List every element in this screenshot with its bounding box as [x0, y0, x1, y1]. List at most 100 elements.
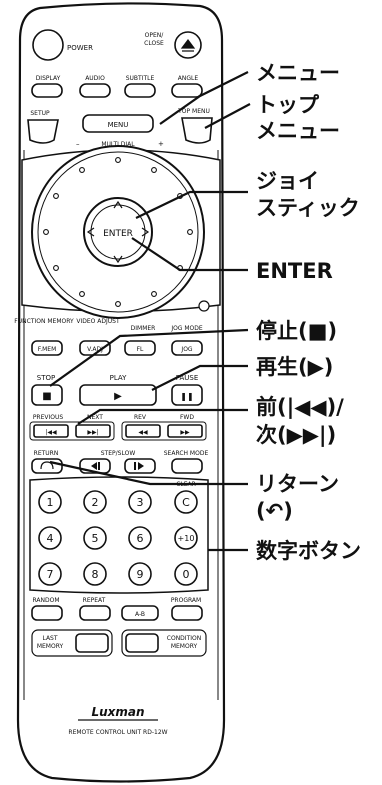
- callout-menu: メニュー: [256, 61, 340, 85]
- callout-enter: ENTER: [256, 259, 333, 283]
- power-button[interactable]: [32, 29, 64, 61]
- ab-button[interactable]: [121, 605, 159, 621]
- multi-dial-plus: +: [158, 140, 164, 148]
- stop-icon: ■: [42, 391, 51, 402]
- previous-icon: |◀◀: [45, 429, 57, 436]
- jog-button[interactable]: [171, 340, 203, 356]
- fmem-label: F.MEM: [38, 346, 57, 353]
- pause-button[interactable]: [171, 384, 203, 406]
- fwd-button[interactable]: [167, 424, 203, 438]
- num-3-button[interactable]: [128, 490, 152, 514]
- step-forward-icon: [134, 462, 144, 470]
- audio-button[interactable]: [79, 83, 111, 98]
- angle-label: ANGLE: [178, 75, 199, 82]
- setup-button[interactable]: [27, 119, 59, 144]
- top-menu-label: TOP MENU: [177, 108, 210, 115]
- last-memory-button[interactable]: [75, 633, 109, 653]
- next-button[interactable]: [75, 424, 111, 438]
- angle-button[interactable]: [171, 83, 203, 98]
- audio-label: AUDIO: [85, 75, 105, 82]
- ab-label: A-B: [135, 611, 145, 618]
- callout-play: 再生(▶): [256, 355, 333, 379]
- condition-memory-label: MEMORY: [171, 643, 198, 650]
- step-back-icon: [91, 462, 100, 470]
- search-mode-label: SEARCH MODE: [164, 450, 209, 457]
- num-1-button[interactable]: [38, 490, 62, 514]
- rev-button[interactable]: [125, 424, 161, 438]
- numpad-housing: [29, 476, 209, 594]
- num-5-label: 5: [92, 532, 99, 545]
- last-memory-label: MEMORY: [37, 643, 64, 650]
- num-0-label: 0: [183, 568, 190, 581]
- return-button[interactable]: [31, 458, 63, 474]
- num-7-button[interactable]: [38, 562, 62, 586]
- num-0-button[interactable]: [174, 562, 198, 586]
- play-label: PLAY: [110, 374, 128, 382]
- return-label: RETURN: [34, 450, 59, 457]
- plus10-button[interactable]: [174, 526, 198, 550]
- multi-dial-inner-ring: [37, 151, 199, 313]
- leader-return: [49, 460, 248, 486]
- num-6-button[interactable]: [128, 526, 152, 550]
- repeat-button[interactable]: [79, 605, 111, 621]
- last-memory-group: [31, 629, 113, 657]
- joystick[interactable]: [83, 197, 153, 267]
- dial-dots: [43, 157, 193, 307]
- callout-numbers: 数字ボタン: [256, 539, 361, 563]
- menu-button[interactable]: [82, 114, 154, 133]
- leader-stop: [49, 328, 249, 387]
- random-button[interactable]: [31, 605, 63, 621]
- last-label: LAST: [42, 635, 57, 642]
- callout-top-menu-2: メニュー: [256, 119, 340, 143]
- leader-menu: [159, 71, 249, 125]
- top-menu-button[interactable]: [181, 117, 213, 144]
- enter-label: ENTER: [103, 229, 133, 239]
- joystick-arrow-down-icon: [113, 255, 123, 264]
- next-icon: ▶▶|: [87, 429, 98, 436]
- stop-button[interactable]: [31, 384, 63, 406]
- fmem-button[interactable]: [31, 340, 63, 356]
- num-9-button[interactable]: [128, 562, 152, 586]
- next-label: NEXT: [87, 414, 103, 421]
- num-8-button[interactable]: [83, 562, 107, 586]
- num-4-button[interactable]: [38, 526, 62, 550]
- callout-return-1: リターン: [256, 472, 339, 496]
- multi-dial-minus: –: [76, 140, 80, 148]
- subtitle-button[interactable]: [124, 83, 156, 98]
- model-line: REMOTE CONTROL UNIT RD-12W: [68, 729, 167, 736]
- display-button[interactable]: [31, 83, 63, 98]
- clear-button[interactable]: [174, 490, 198, 514]
- callout-prev-next-2: 次(▶▶|): [256, 423, 336, 448]
- search-mode-button[interactable]: [171, 458, 203, 474]
- stop-label: STOP: [37, 374, 55, 382]
- leader-prev-next: [77, 408, 248, 425]
- fl-label: FL: [137, 346, 144, 353]
- play-button[interactable]: [79, 384, 157, 406]
- num-5-button[interactable]: [83, 526, 107, 550]
- leader-top-menu: [204, 103, 251, 129]
- previous-button[interactable]: [33, 424, 69, 438]
- pause-label: PAUSE: [176, 374, 199, 382]
- fl-button[interactable]: [124, 340, 156, 356]
- play-icon: ▶: [114, 391, 122, 402]
- num-2-label: 2: [92, 496, 99, 509]
- clear-c-label: C: [182, 496, 190, 509]
- num-8-label: 8: [92, 568, 99, 581]
- leader-enter: [131, 237, 248, 272]
- skip-group-right: [121, 421, 207, 441]
- setup-label: SETUP: [30, 110, 50, 117]
- subtitle-label: SUBTITLE: [126, 75, 155, 82]
- callout-stop: 停止(■): [256, 319, 337, 343]
- dimmer-label: DIMMER: [131, 325, 156, 332]
- joystick-arrow-up-icon: [113, 200, 123, 209]
- multi-dial-label: MULTI DIAL: [101, 141, 135, 148]
- program-label: PROGRAM: [171, 597, 201, 604]
- leader-play: [151, 364, 248, 391]
- callout-top-menu-1: トップ: [256, 93, 320, 117]
- joystick-arrow-left-icon: [86, 227, 95, 237]
- num-9-label: 9: [137, 568, 144, 581]
- program-button[interactable]: [171, 605, 203, 621]
- num-2-button[interactable]: [83, 490, 107, 514]
- condition-memory-button[interactable]: [125, 633, 159, 653]
